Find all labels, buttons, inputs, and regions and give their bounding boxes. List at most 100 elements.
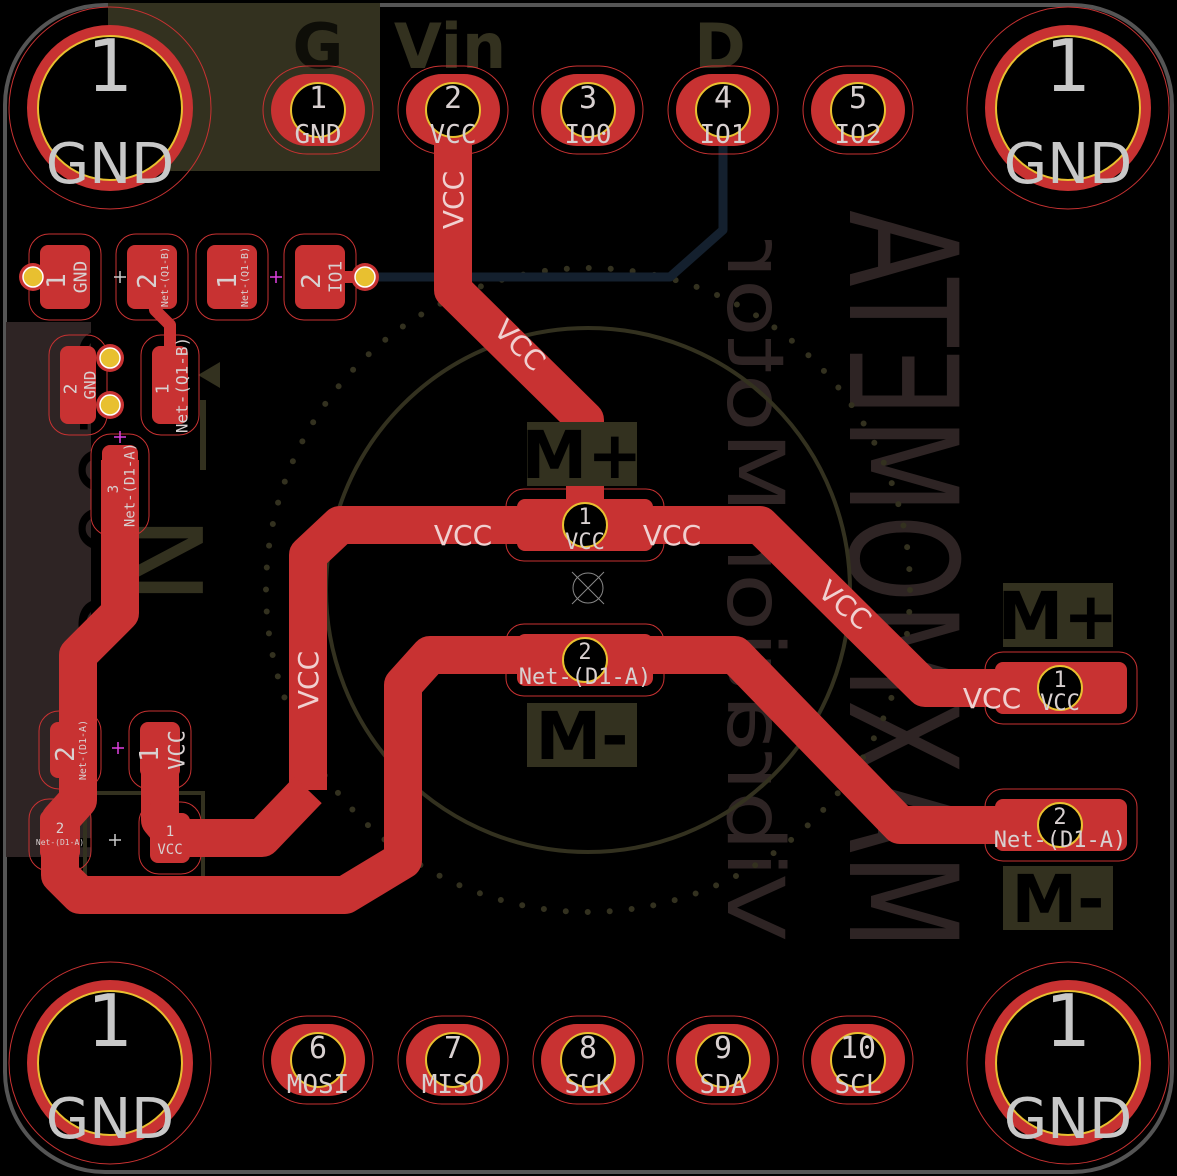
npth-cross: [571, 571, 605, 605]
smd-pad-net: GND: [81, 371, 100, 400]
header-pin-net: IO0: [565, 120, 612, 150]
header-pin-drill: [695, 82, 751, 138]
mounting-hole-net: GND: [1004, 132, 1132, 197]
header-pin-drill: [830, 82, 886, 138]
motor-pad-net: Net-(D1-A): [994, 828, 1126, 853]
via[interactable]: [351, 263, 379, 291]
mounting-hole-net: GND: [46, 132, 174, 197]
smd-pad-net: Net-(Q1-B): [160, 247, 171, 307]
smd-pad-number: 2: [56, 821, 64, 837]
motor-pad-drill: [1037, 665, 1083, 711]
smd-pad-number: 1: [135, 746, 165, 762]
motor-pad-number: 2: [1053, 805, 1066, 830]
header-pin-number: 6: [309, 1031, 327, 1066]
mounting-hole-courtyard: [8, 961, 212, 1165]
smd-pad-clearance: [128, 710, 192, 790]
npth-marker-icon: [571, 571, 605, 605]
motor-pad-drill: [1037, 802, 1083, 848]
polarity-label-text: M+: [522, 417, 643, 494]
via[interactable]: [96, 344, 124, 372]
smd-pad-copper: [60, 346, 96, 424]
smd-pad-clearance: [28, 798, 92, 872]
back-silk-vibration-motor: VibrationMotor: [709, 239, 799, 940]
header-pin-clearance: [667, 65, 779, 155]
via-drill: [99, 347, 121, 369]
mounting-hole-number: 1: [1045, 979, 1091, 1063]
motor-pad-drill: [562, 502, 608, 548]
header-pin-net: MOSI: [287, 1070, 350, 1100]
mounting-hole-courtyard: [966, 961, 1170, 1165]
smd-pad-number: 2: [60, 384, 81, 395]
mounting-hole-drill: [995, 990, 1141, 1136]
smd-pad-net: Net-(D1-A): [123, 443, 139, 527]
header-pin-number: 4: [714, 81, 732, 116]
via-drill: [99, 394, 121, 416]
smd-pad-net: Net-(D1-A): [78, 720, 89, 780]
component-anchor-cross-icon: [112, 742, 124, 754]
component-anchor-cross-icon: [114, 271, 126, 283]
mounting-hole-drill: [37, 35, 183, 181]
motor-pad-clearance: [505, 488, 665, 562]
polarity-label-text: M+: [998, 578, 1119, 655]
header-pin-number: 9: [714, 1031, 732, 1066]
smd-pad-clearance: [38, 710, 102, 790]
header-pin-net: IO1: [700, 120, 747, 150]
header-pin-net: MISO: [422, 1070, 485, 1100]
header-pin-number: 7: [444, 1031, 462, 1066]
track-net-label: VCC: [434, 519, 492, 552]
smd-pad-number: 2: [51, 746, 81, 762]
via[interactable]: [19, 263, 47, 291]
header-pin-clearance: [397, 1015, 509, 1105]
header-pin-clearance: [667, 1015, 779, 1105]
header-pin-number: 8: [579, 1031, 597, 1066]
component-anchor-cross-icon: [109, 834, 121, 846]
motor-polarity-label: M+: [998, 578, 1119, 655]
header-pin-drill: [290, 82, 346, 138]
motor-pad-net: Net-(D1-A): [519, 665, 651, 690]
smd-pad-net: Net-(D1-A): [36, 838, 84, 847]
track-net-label: VCC: [437, 171, 470, 229]
header-pin-number: 3: [579, 81, 597, 116]
npth-circle: [572, 572, 604, 604]
q1-triangle-marker: [198, 362, 220, 388]
via[interactable]: [96, 391, 124, 419]
smd-pad-clearance: [48, 334, 108, 436]
polarity-label-text: M-: [1011, 861, 1104, 938]
motor-pad-drill: [562, 637, 608, 683]
track-net-label: VCC: [292, 651, 325, 709]
header-pin-net: SDA: [700, 1070, 747, 1100]
smd-pad-copper: [295, 245, 345, 309]
mounting-hole-drill: [995, 35, 1141, 181]
header-pin-clearance: [802, 1015, 914, 1105]
header-pin-drill: [290, 1032, 346, 1088]
